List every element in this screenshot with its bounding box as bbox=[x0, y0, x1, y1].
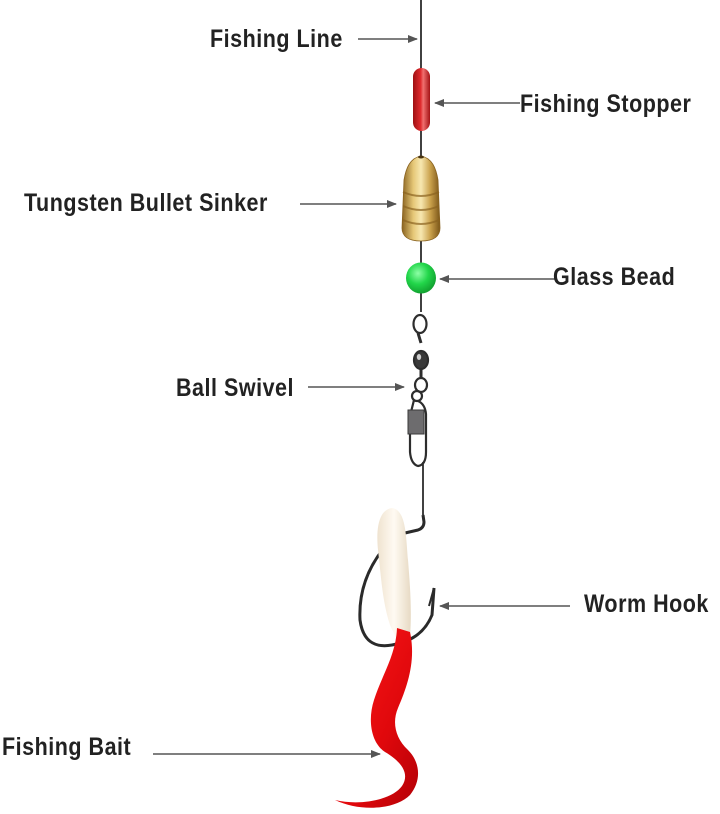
label-ball-swivel: Ball Swivel bbox=[176, 374, 295, 402]
bait-body-shape bbox=[377, 508, 411, 640]
label-worm-hook: Worm Hook bbox=[584, 590, 709, 618]
bait-tail-shape bbox=[335, 628, 419, 808]
tungsten-bullet-sinker-shape bbox=[401, 155, 441, 242]
label-tungsten-bullet-sinker: Tungsten Bullet Sinker bbox=[24, 189, 268, 217]
label-glass-bead: Glass Bead bbox=[553, 263, 676, 291]
label-fishing-stopper: Fishing Stopper bbox=[520, 90, 692, 118]
fishing-stopper-shape bbox=[413, 68, 430, 131]
label-fishing-bait: Fishing Bait bbox=[2, 733, 132, 761]
pointer-arrows bbox=[153, 35, 570, 758]
worm-hook-shape bbox=[358, 514, 436, 648]
glass-bead-shape bbox=[406, 262, 436, 294]
ball-swivel-shape bbox=[407, 313, 430, 468]
label-fishing-line: Fishing Line bbox=[210, 25, 343, 53]
